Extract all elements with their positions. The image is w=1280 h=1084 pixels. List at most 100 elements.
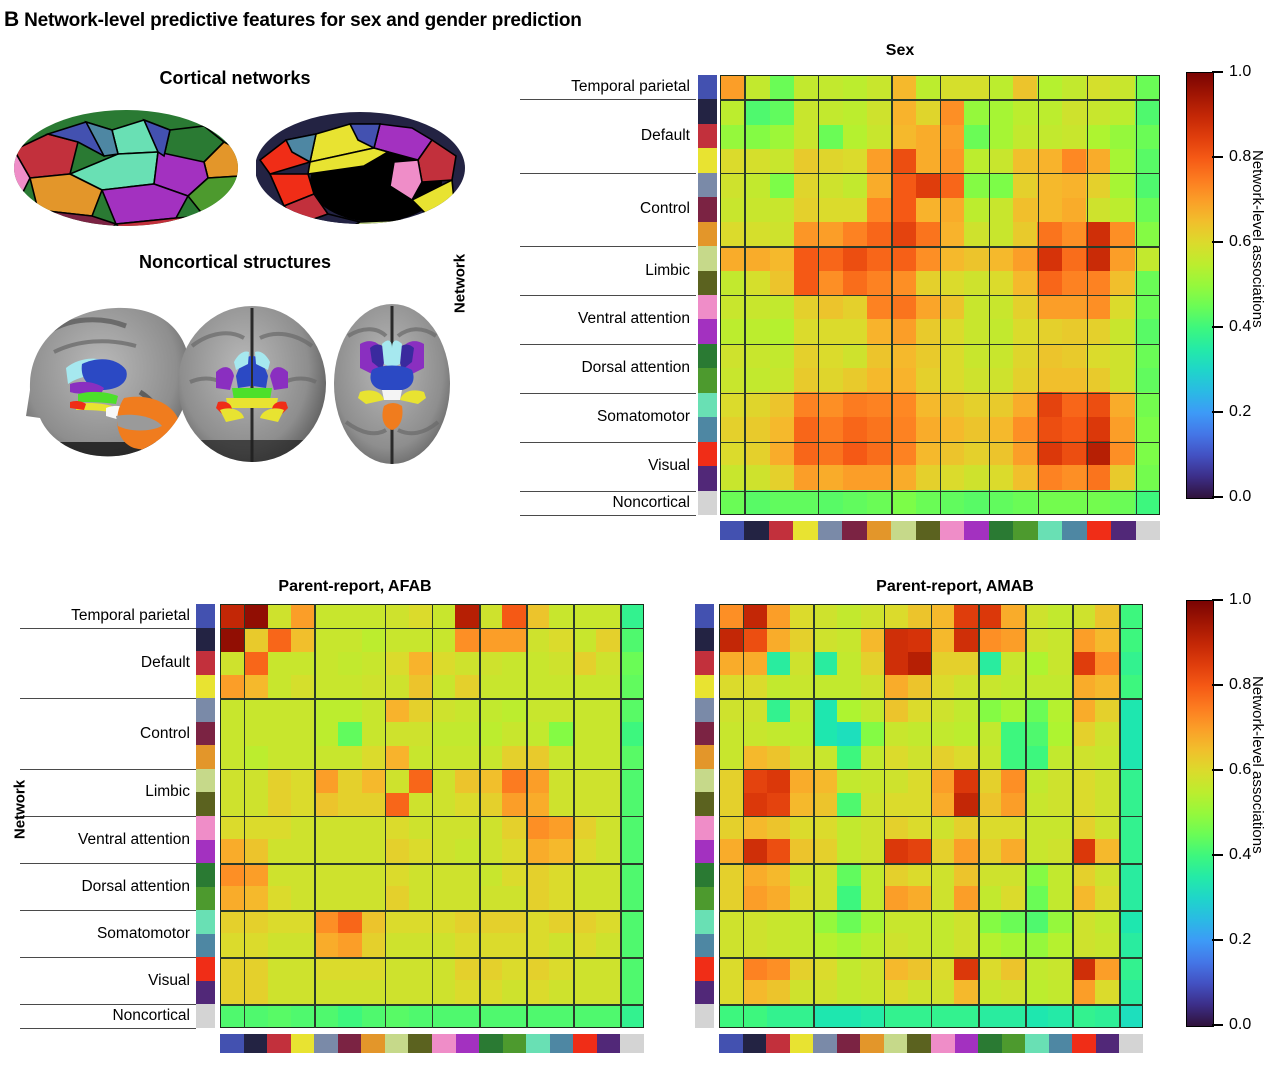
heatmap-cell bbox=[408, 745, 432, 770]
network-color-swatch bbox=[1062, 521, 1087, 540]
heatmap-cell bbox=[837, 769, 861, 793]
heatmap-cell bbox=[915, 319, 940, 344]
heatmap-cell bbox=[1095, 675, 1119, 699]
heatmap-cell bbox=[1110, 100, 1135, 125]
heatmap-cell bbox=[1001, 675, 1025, 699]
heatmap-cell bbox=[977, 745, 1002, 770]
network-label: Control bbox=[640, 200, 690, 218]
heatmap-cell bbox=[842, 124, 867, 149]
colorbar-tick bbox=[1212, 938, 1223, 942]
heatmap-cell bbox=[745, 295, 770, 320]
heatmap-cell bbox=[455, 651, 479, 676]
heatmap-cell bbox=[988, 76, 1013, 101]
heatmap-cell bbox=[267, 651, 292, 676]
heatmap-cell bbox=[478, 628, 503, 652]
heatmap-cell bbox=[769, 173, 794, 198]
heatmap-cell bbox=[769, 124, 794, 149]
heatmap-cell bbox=[813, 862, 838, 887]
heatmap-cell bbox=[385, 956, 409, 981]
network-color-swatch bbox=[196, 910, 215, 934]
heatmap-cell bbox=[1037, 124, 1062, 149]
heatmap-cell bbox=[818, 173, 843, 198]
network-color-swatch bbox=[698, 441, 717, 467]
network-color-swatch bbox=[793, 521, 818, 540]
heatmap-cell bbox=[1118, 722, 1142, 746]
heatmap-cell bbox=[549, 698, 573, 723]
network-group-tick bbox=[20, 1028, 196, 1029]
heatmap-cell bbox=[619, 886, 643, 910]
heatmap-cell bbox=[954, 628, 978, 652]
heatmap-cell bbox=[502, 769, 526, 793]
heatmap-cell bbox=[221, 628, 245, 652]
heatmap-cell bbox=[907, 745, 931, 770]
heatmap-cell bbox=[813, 816, 838, 840]
heatmap-cell bbox=[244, 698, 268, 723]
network-color-swatch bbox=[384, 1034, 409, 1053]
network-color-swatch bbox=[695, 745, 714, 769]
heatmap-cell bbox=[385, 651, 409, 676]
heatmap-cell bbox=[813, 698, 838, 723]
heatmap-cell bbox=[1001, 1003, 1025, 1027]
heatmap-cell bbox=[244, 816, 268, 840]
heatmap-cell bbox=[432, 839, 456, 863]
network-group-tick bbox=[20, 957, 196, 959]
heatmap-cell bbox=[745, 76, 770, 101]
heatmap-cell bbox=[766, 816, 791, 840]
heatmap-cell bbox=[860, 980, 885, 1004]
heatmap-cell bbox=[244, 769, 268, 793]
heatmap-cell bbox=[291, 862, 315, 887]
heatmap-cell bbox=[907, 605, 931, 629]
heatmap-cell bbox=[1001, 722, 1025, 746]
heatmap-cell bbox=[596, 792, 620, 816]
network-color-swatch bbox=[695, 1004, 714, 1028]
heatmap-cell bbox=[572, 980, 597, 1004]
heatmap-cell bbox=[884, 698, 908, 723]
heatmap-cell bbox=[1048, 980, 1072, 1004]
heatmap-cell bbox=[867, 441, 892, 466]
heatmap-cell bbox=[907, 675, 931, 699]
heatmap-cell bbox=[502, 839, 526, 863]
heatmap-cell bbox=[1095, 792, 1119, 816]
heatmap-cell bbox=[915, 295, 940, 320]
heatmap-cell bbox=[1134, 124, 1159, 149]
network-color-swatch bbox=[196, 768, 215, 793]
heatmap-cell bbox=[931, 839, 955, 863]
heatmap-cell bbox=[267, 933, 292, 957]
heatmap-cell bbox=[596, 980, 620, 1004]
network-label: Temporal parietal bbox=[71, 606, 190, 624]
heatmap-cell bbox=[432, 675, 456, 699]
heatmap-cell bbox=[291, 816, 315, 840]
heatmap-cell bbox=[794, 343, 819, 368]
heatmap-cell bbox=[1024, 628, 1049, 652]
heatmap-cell bbox=[572, 933, 597, 957]
heatmap-cell bbox=[915, 465, 940, 490]
heatmap-cell bbox=[1134, 489, 1159, 514]
heatmap-cell bbox=[1134, 392, 1159, 417]
heatmap-cell bbox=[1013, 295, 1038, 320]
network-label: Somatomotor bbox=[96, 924, 190, 942]
heatmap-cell bbox=[743, 933, 767, 957]
heatmap-cell bbox=[954, 745, 978, 770]
heatmap-cell bbox=[549, 651, 573, 676]
heatmap-cell bbox=[813, 722, 838, 746]
heatmap-cell bbox=[549, 956, 573, 981]
heatmap-cell bbox=[1001, 909, 1025, 934]
heatmap-cell bbox=[988, 100, 1013, 125]
heatmap-cell bbox=[221, 862, 245, 887]
network-group-tick bbox=[20, 910, 196, 912]
heatmap-cell bbox=[745, 319, 770, 344]
heatmap-cell bbox=[867, 319, 892, 344]
network-color-swatch bbox=[695, 910, 714, 934]
colorbar-tick bbox=[1212, 495, 1223, 499]
heatmap-cell bbox=[860, 628, 885, 652]
heatmap-cell bbox=[619, 722, 643, 746]
network-color-swatch bbox=[695, 651, 714, 675]
colorbar-tick-label: 0.2 bbox=[1229, 931, 1252, 948]
heatmap-cell bbox=[267, 675, 292, 699]
heatmap-cell bbox=[432, 698, 456, 723]
heatmap-cell bbox=[267, 722, 292, 746]
heatmap-cell bbox=[1024, 675, 1049, 699]
heatmap-cell bbox=[596, 956, 620, 981]
